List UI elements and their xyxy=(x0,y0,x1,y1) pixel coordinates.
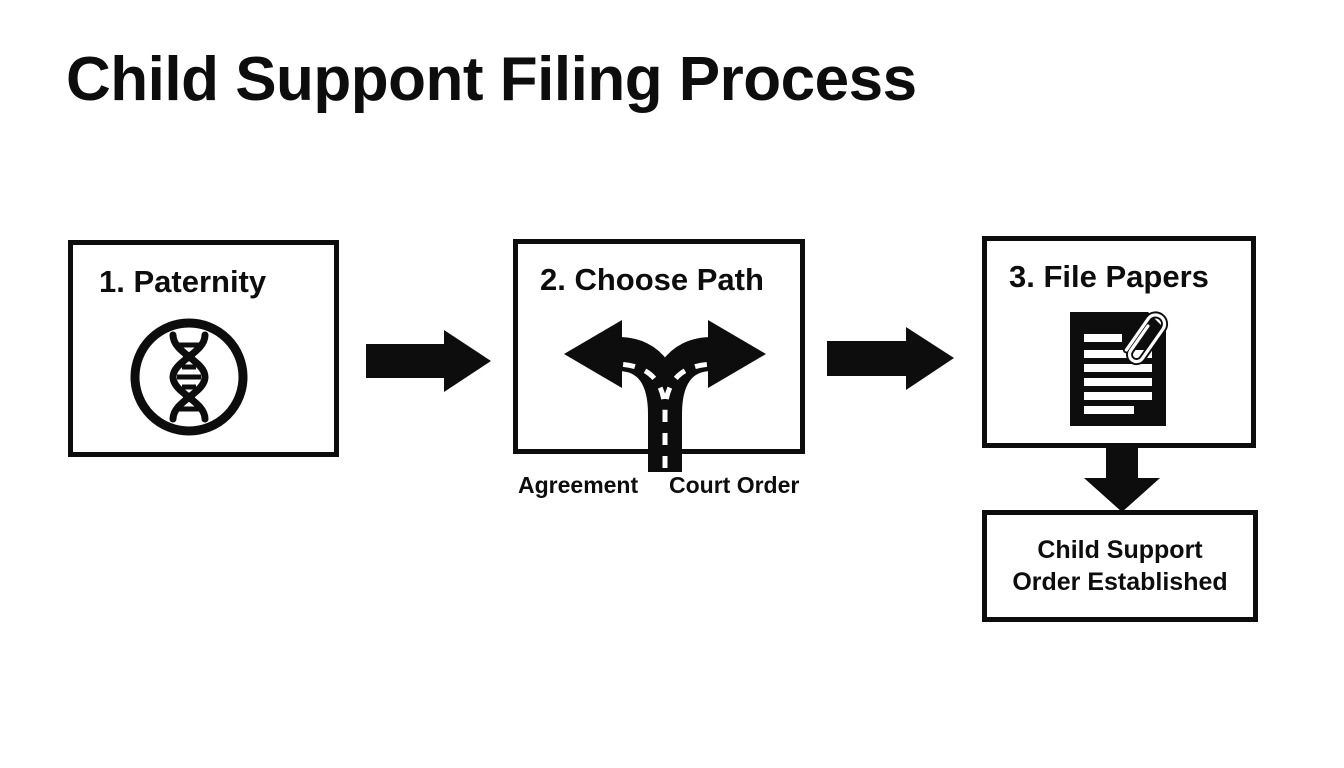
forked-road-arrows-icon xyxy=(556,302,774,472)
result-line-2: Order Established xyxy=(1012,568,1228,596)
document-paperclip-icon xyxy=(1062,306,1182,431)
result-line-1: Child Support xyxy=(1037,536,1203,564)
step-box-choose-path[interactable]: 2. Choose Path xyxy=(513,239,805,472)
step-title-file-papers: 3. File Papers xyxy=(1009,259,1209,294)
result-box-order-established[interactable]: Child Support Order Established xyxy=(982,510,1258,622)
fork-label-court-order: Court Order xyxy=(669,472,800,498)
step-title-paternity: 1. Paternity xyxy=(99,264,267,299)
dna-helix-circle-icon xyxy=(125,313,253,441)
fork-label-agreement: Agreement xyxy=(518,472,639,498)
arrow-right-icon-paternity-to-choose xyxy=(366,330,491,392)
step-box-paternity[interactable]: 1. Paternity xyxy=(68,240,339,457)
page-title: Child Suppont Filing Process xyxy=(66,45,917,114)
step-box-file-papers[interactable]: 3. File Papers xyxy=(982,236,1256,448)
arrow-right-icon-choose-to-file xyxy=(827,327,954,390)
step-title-choose-path: 2. Choose Path xyxy=(540,262,764,297)
arrow-down-icon-file-to-result xyxy=(1084,448,1160,512)
